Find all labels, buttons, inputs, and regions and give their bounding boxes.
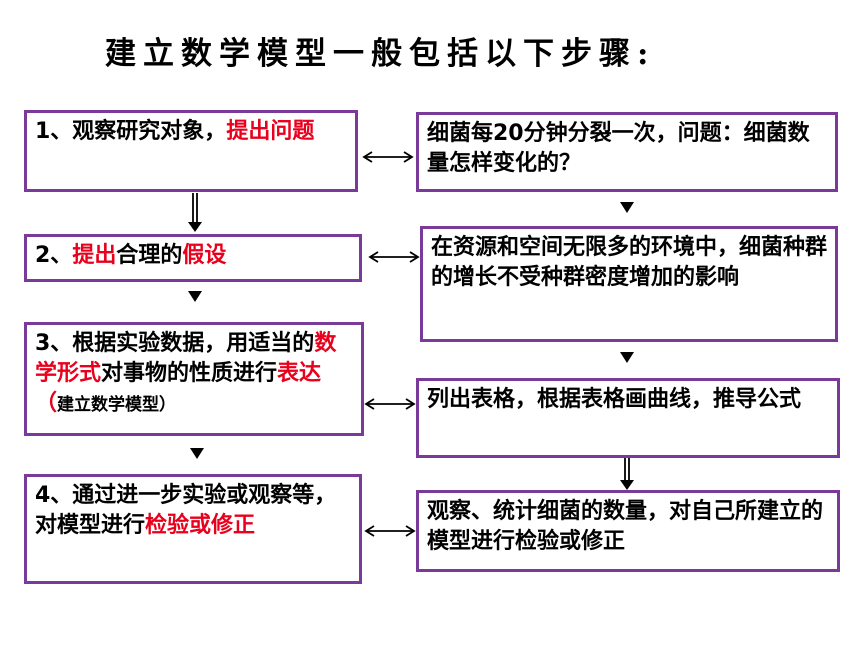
right-step-4-text: 观察、统计细菌的数量，对自己所建立的模型进行检验或修正 bbox=[427, 499, 824, 554]
right-step-2: 在资源和空间无限多的环境中，细菌种群的增长不受种群密度增加的影响 bbox=[420, 226, 838, 342]
down-arrow-left-3 bbox=[190, 448, 204, 459]
right-step-1: 细菌每20分钟分裂一次，问题：细菌数量怎样变化的？ bbox=[416, 112, 838, 192]
right-step-4: 观察、统计细菌的数量，对自己所建立的模型进行检验或修正 bbox=[416, 490, 840, 572]
left-step-3: 3、根据实验数据，用适当的数学形式对事物的性质进行表达（建立数学模型） bbox=[24, 322, 364, 436]
right-step-3: 列出表格，根据表格画曲线，推导公式 bbox=[416, 378, 840, 458]
right-step-3-text: 列出表格，根据表格画曲线，推导公式 bbox=[427, 387, 802, 412]
left-step-4: 4、通过进一步实验或观察等，对模型进行检验或修正 bbox=[24, 474, 362, 584]
left-step-3-text: 3、根据实验数据，用适当的数学形式对事物的性质进行表达（建立数学模型） bbox=[35, 331, 337, 416]
left-step-2: 2、提出合理的假设 bbox=[24, 234, 362, 282]
down-arrow-right-2 bbox=[620, 352, 634, 363]
left-step-2-text: 2、提出合理的假设 bbox=[35, 243, 227, 268]
down-arrow-left-2 bbox=[188, 291, 202, 302]
left-step-4-text: 4、通过进一步实验或观察等，对模型进行检验或修正 bbox=[35, 483, 337, 538]
down-arrowhead-right-3 bbox=[620, 480, 634, 490]
double-arrow-2 bbox=[368, 251, 420, 263]
down-arrow-right-3 bbox=[624, 458, 630, 484]
double-arrow-1 bbox=[362, 151, 414, 163]
right-step-1-text: 细菌每20分钟分裂一次，问题：细菌数量怎样变化的？ bbox=[427, 121, 810, 176]
double-arrow-4 bbox=[364, 525, 416, 537]
page-title: 建立数学模型一般包括以下步骤: bbox=[105, 36, 656, 72]
left-step-1-text: 1、观察研究对象，提出问题 bbox=[35, 119, 315, 144]
right-step-2-text: 在资源和空间无限多的环境中，细菌种群的增长不受种群密度增加的影响 bbox=[431, 235, 828, 290]
down-arrowhead-left-1 bbox=[188, 222, 202, 232]
down-arrow-right-1 bbox=[620, 202, 634, 213]
double-arrow-3 bbox=[364, 398, 416, 410]
left-step-1: 1、观察研究对象，提出问题 bbox=[24, 110, 358, 192]
